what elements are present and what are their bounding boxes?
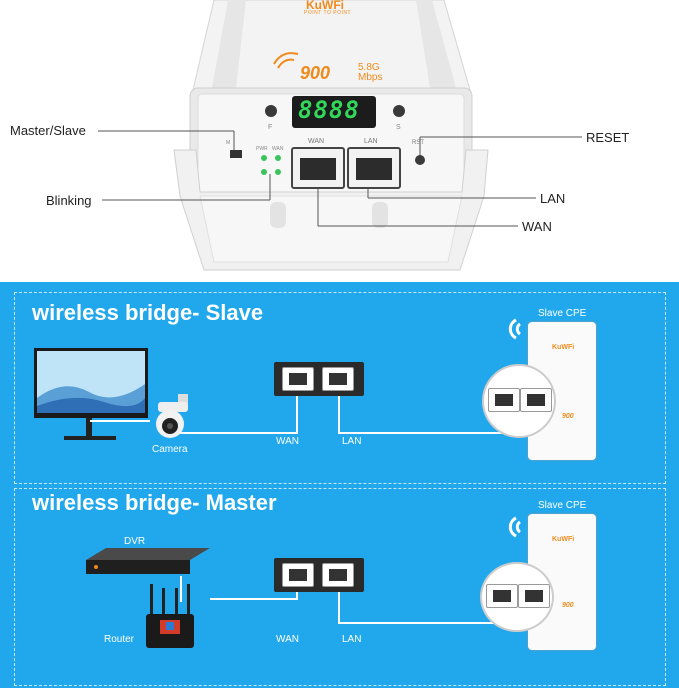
port-zoom-master	[480, 562, 554, 632]
zoom-wan-port-master	[486, 584, 518, 608]
slave-section-title: wireless bridge- Slave	[32, 300, 264, 325]
cable-router-wan	[210, 598, 298, 600]
device-display: 8888	[298, 96, 360, 124]
label-f: F	[268, 124, 273, 131]
cable-lan-drop	[338, 396, 340, 434]
slave-cpe-label: Slave CPE	[538, 308, 587, 319]
callout-master-slave: Master/Slave	[10, 123, 86, 138]
cable-camera	[180, 432, 297, 434]
device-brand-sub: POINT TO POINT	[304, 10, 352, 16]
application-diagram: wireless bridge- Slave Camera WAN LAN Sl…	[0, 282, 679, 688]
cable-wan-drop-master	[296, 592, 298, 600]
port-wan-label: WAN	[308, 138, 325, 145]
cable-to-cpe-master	[338, 622, 528, 624]
dvr-label: DVR	[124, 536, 146, 547]
cable-lan-drop-master	[338, 592, 340, 624]
master-section-frame	[14, 488, 666, 686]
slave-lan-label: LAN	[342, 436, 362, 447]
poe-lan-port-slave	[322, 367, 354, 391]
cpe-device-drawing	[98, 0, 582, 271]
slave-section-frame	[14, 292, 666, 484]
cable-dvr-router	[180, 576, 182, 602]
poe-lan-port-master	[322, 563, 354, 587]
poe-wan-port-slave	[282, 367, 314, 391]
dvr-icon	[86, 548, 210, 574]
cable-wan-drop	[296, 396, 298, 434]
zoom-wan-port-slave	[488, 388, 520, 412]
cable-monitor	[90, 420, 150, 422]
cpe-brand-master: KuWFi	[552, 536, 575, 543]
master-lan-label: LAN	[342, 634, 362, 645]
callout-reset: RESET	[586, 130, 630, 145]
label-m: M	[226, 140, 231, 146]
wifi-signal-icon	[508, 516, 522, 538]
poe-wan-port-master	[282, 563, 314, 587]
camera-label: Camera	[152, 444, 188, 455]
device-speed: 900	[300, 63, 331, 83]
zoom-lan-port-slave	[520, 388, 552, 412]
master-section-title: wireless bridge- Master	[32, 490, 277, 515]
callout-wan: WAN	[522, 219, 552, 234]
device-illustration: KuWFi POINT TO POINT 900 5.8G Mbps 8888 …	[0, 0, 679, 282]
label-wan-led: WAN	[272, 146, 284, 152]
cable-to-cpe-slave	[338, 432, 528, 434]
slave-wan-label: WAN	[276, 436, 299, 447]
device-unit: Mbps	[358, 72, 383, 83]
master-wan-label: WAN	[276, 634, 299, 645]
device-band: 5.8G	[358, 62, 380, 73]
camera-icon	[156, 394, 188, 438]
master-cpe-label: Slave CPE	[538, 500, 587, 511]
zoom-lan-port-master	[518, 584, 550, 608]
wifi-signal-icon	[508, 318, 522, 340]
cpe-speed-slave: 900	[562, 413, 574, 420]
label-pwr: PWR	[256, 146, 268, 152]
port-lan-label: LAN	[364, 138, 378, 145]
port-rst-label: RST	[412, 140, 424, 146]
device-brand: KuWFi	[306, 0, 344, 12]
callout-blinking: Blinking	[46, 193, 92, 208]
router-icon	[146, 584, 194, 648]
router-label: Router	[104, 634, 135, 645]
callout-lan: LAN	[540, 191, 566, 206]
port-zoom-slave	[482, 364, 556, 438]
label-s: S	[396, 124, 401, 131]
monitor-icon	[34, 348, 148, 440]
cpe-speed-master: 900	[562, 602, 574, 609]
cpe-brand-slave: KuWFi	[552, 344, 575, 351]
